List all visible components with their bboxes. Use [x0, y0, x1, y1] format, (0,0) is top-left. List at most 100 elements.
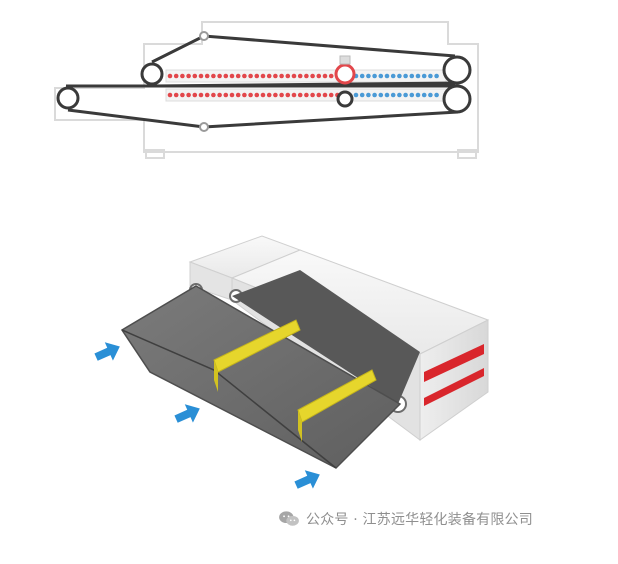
cooling-dot	[409, 92, 415, 98]
heating-dot	[254, 73, 260, 79]
heating-dot	[248, 92, 253, 98]
heating-dot	[291, 73, 297, 79]
arrow-icon	[174, 404, 200, 423]
pressure-roller-mount	[339, 55, 351, 65]
heating-dot	[266, 73, 272, 79]
heater-strip-lower	[424, 368, 484, 406]
heating-dot	[223, 92, 229, 98]
cooling-dot	[397, 73, 402, 79]
press-dots-lower-row	[165, 88, 447, 102]
cooling-dot	[415, 92, 421, 98]
heater-strip-upper	[424, 344, 484, 382]
heating-dot	[229, 92, 235, 98]
cooling-dot	[366, 73, 371, 79]
heating-dot	[198, 73, 204, 79]
heating-dot	[285, 73, 291, 79]
heating-dot	[198, 92, 204, 98]
cooling-dot	[384, 73, 390, 79]
press-dots-upper-row	[165, 69, 447, 83]
cooling-dot	[372, 92, 377, 98]
support-bar-2-front	[298, 410, 302, 442]
cooling-dot	[359, 73, 365, 79]
heating-dot	[322, 92, 328, 98]
heating-dot	[304, 92, 309, 98]
heating-dot	[322, 73, 328, 79]
roller-lower-left	[56, 86, 80, 110]
wechat-icon	[279, 511, 299, 526]
heating-dot	[266, 92, 272, 98]
heating-dot	[310, 73, 315, 79]
cooling-dot	[403, 73, 408, 79]
heating-dot	[180, 92, 185, 98]
cooling-dot	[409, 73, 415, 79]
heating-dot	[173, 73, 179, 79]
cooling-dot	[353, 92, 359, 98]
roller-lower-small-bottom	[199, 122, 209, 132]
heating-dot	[192, 73, 198, 79]
heating-dot	[291, 92, 297, 98]
heating-dot	[217, 92, 222, 98]
heating-dot	[242, 92, 247, 98]
heating-dot	[316, 73, 322, 79]
heating-dot	[328, 92, 334, 98]
support-bar-1-front	[214, 360, 218, 392]
support-bar-1	[213, 319, 301, 373]
heating-dot	[310, 92, 315, 98]
heating-dot	[254, 92, 260, 98]
heating-dot	[186, 73, 191, 79]
heating-dot	[260, 92, 266, 98]
roller-upper-left	[140, 62, 164, 86]
roller-upper-small-top	[199, 31, 209, 41]
cooling-dot	[359, 92, 365, 98]
heating-dot	[204, 92, 210, 98]
heating-dot	[273, 73, 278, 79]
arrow-icon	[94, 342, 120, 361]
cooling-dot	[403, 92, 408, 98]
heating-dot	[260, 73, 266, 79]
heating-dot	[186, 92, 191, 98]
heating-dot	[235, 92, 241, 98]
cooling-dot	[434, 92, 439, 98]
heating-dot	[279, 73, 284, 79]
cooling-dot	[390, 92, 396, 98]
heating-dot	[173, 92, 179, 98]
heating-dot	[285, 92, 291, 98]
heating-dot	[192, 92, 198, 98]
cooling-dot	[378, 92, 384, 98]
pressure-roller-lower	[336, 90, 354, 108]
heating-dot	[167, 73, 173, 79]
watermark: 公众号 · 江苏远华轻化装备有限公司	[278, 507, 533, 531]
heating-dot	[248, 73, 253, 79]
cooling-dot	[384, 92, 390, 98]
lower-grey-belt	[120, 285, 402, 469]
heating-dot	[211, 73, 216, 79]
watermark-text: 公众号 · 江苏远华轻化装备有限公司	[306, 512, 533, 528]
cooling-dot	[421, 92, 427, 98]
heating-dot	[328, 73, 334, 79]
cooling-dot	[421, 73, 427, 79]
heating-dot	[273, 92, 278, 98]
upper-dark-belt	[232, 270, 420, 404]
roller-upper-right	[442, 55, 472, 85]
heating-dot	[242, 73, 247, 79]
heating-dot	[229, 73, 235, 79]
roller-lower-right	[442, 84, 472, 114]
heating-dot	[279, 92, 284, 98]
heating-dot	[304, 73, 309, 79]
feed-arrows	[94, 342, 320, 489]
heating-dot	[211, 92, 216, 98]
cooling-dot	[428, 73, 433, 79]
arrow-icon	[294, 470, 320, 489]
schematic-top-view	[54, 21, 479, 159]
heating-dot	[297, 92, 303, 98]
heating-dot	[316, 92, 322, 98]
cooling-dot	[428, 92, 433, 98]
cooling-dot	[390, 73, 396, 79]
cooling-dot	[378, 73, 384, 79]
heating-dot	[297, 73, 303, 79]
cooling-dot	[372, 73, 377, 79]
machine-3d-illustration	[94, 235, 490, 489]
heating-dot	[223, 73, 229, 79]
cooling-dot	[397, 92, 402, 98]
